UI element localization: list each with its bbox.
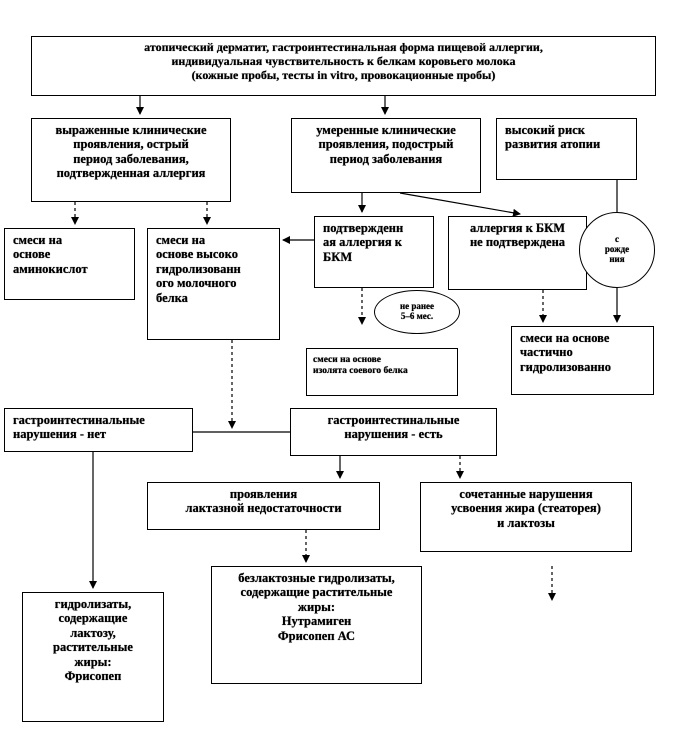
node-combined-malabsorption: сочетанные нарушения усвоения жира (стеа… [420,482,632,552]
node-high-risk: высокий риск развития атопии [496,118,637,180]
node-combined-malabsorption-text: сочетанные нарушения усвоения жира (стеа… [451,487,601,530]
node-from-birth-text: с рожде ния [604,234,630,264]
node-lactase-deficiency-text: проявления лактазной недостаточности [185,487,342,516]
node-lactose-hydrolysates-text: гидролизаты, содержащие лактозу, растите… [53,597,133,683]
edge-moderate-notconfirmed [399,192,521,217]
node-lactose-free-hydrolysates: безлактозные гидролизаты, содержащие рас… [211,566,422,684]
node-gi-disorders-no-text: гастроинтестинальные нарушения - нет [13,413,145,442]
node-not-before: не ранее 5–6 мес. [374,290,460,334]
node-high-risk-text: высокий риск развития атопии [505,123,601,152]
node-confirmed-allergy: подтвержденн ая аллергия к БКМ [314,216,434,288]
node-amino-formula-text: смеси на основе аминокислот [13,233,88,276]
node-allergy-not-confirmed-text: аллергия к БКМ не подтверждена [469,221,566,250]
node-gi-disorders-yes: гастроинтестинальные нарушения - есть [290,408,497,456]
node-soy-formula-text: смеси на основе изолята соевого белка [313,355,408,376]
node-severe: выраженные клинические проявления, остры… [31,118,231,202]
node-amino-formula: смеси на основе аминокислот [4,228,135,300]
node-moderate: умеренные клинические проявления, подост… [291,118,481,193]
node-indication: атопический дерматит, гастроинтестинальн… [31,36,656,96]
node-partial-formula: смеси на основе частично гидролизованно [511,326,654,395]
node-not-before-text: не ранее 5–6 мес. [399,301,435,321]
node-lactose-free-hydrolysates-text: безлактозные гидролизаты, содержащие рас… [238,571,395,643]
node-gi-disorders-yes-text: гастроинтестинальные нарушения - есть [327,413,460,442]
node-moderate-text: умеренные клинические проявления, подост… [316,123,456,166]
node-hydrolyzed-formula-text: смеси на основе высоко гидролизованн ого… [156,233,241,305]
node-lactase-deficiency: проявления лактазной недостаточности [147,482,380,530]
node-indication-text: атопический дерматит, гастроинтестинальн… [144,40,543,82]
node-from-birth: с рожде ния [579,212,655,288]
node-confirmed-allergy-text: подтвержденн ая аллергия к БКМ [323,221,404,264]
node-severe-text: выраженные клинические проявления, остры… [55,123,207,181]
node-hydrolyzed-formula: смеси на основе высоко гидролизованн ого… [147,228,280,340]
node-allergy-not-confirmed: аллергия к БКМ не подтверждена [448,216,587,290]
node-partial-formula-text: смеси на основе частично гидролизованно [520,331,611,374]
node-lactose-hydrolysates: гидролизаты, содержащие лактозу, растите… [22,592,164,722]
node-gi-disorders-no: гастроинтестинальные нарушения - нет [4,408,193,452]
node-soy-formula: смеси на основе изолята соевого белка [306,348,458,396]
